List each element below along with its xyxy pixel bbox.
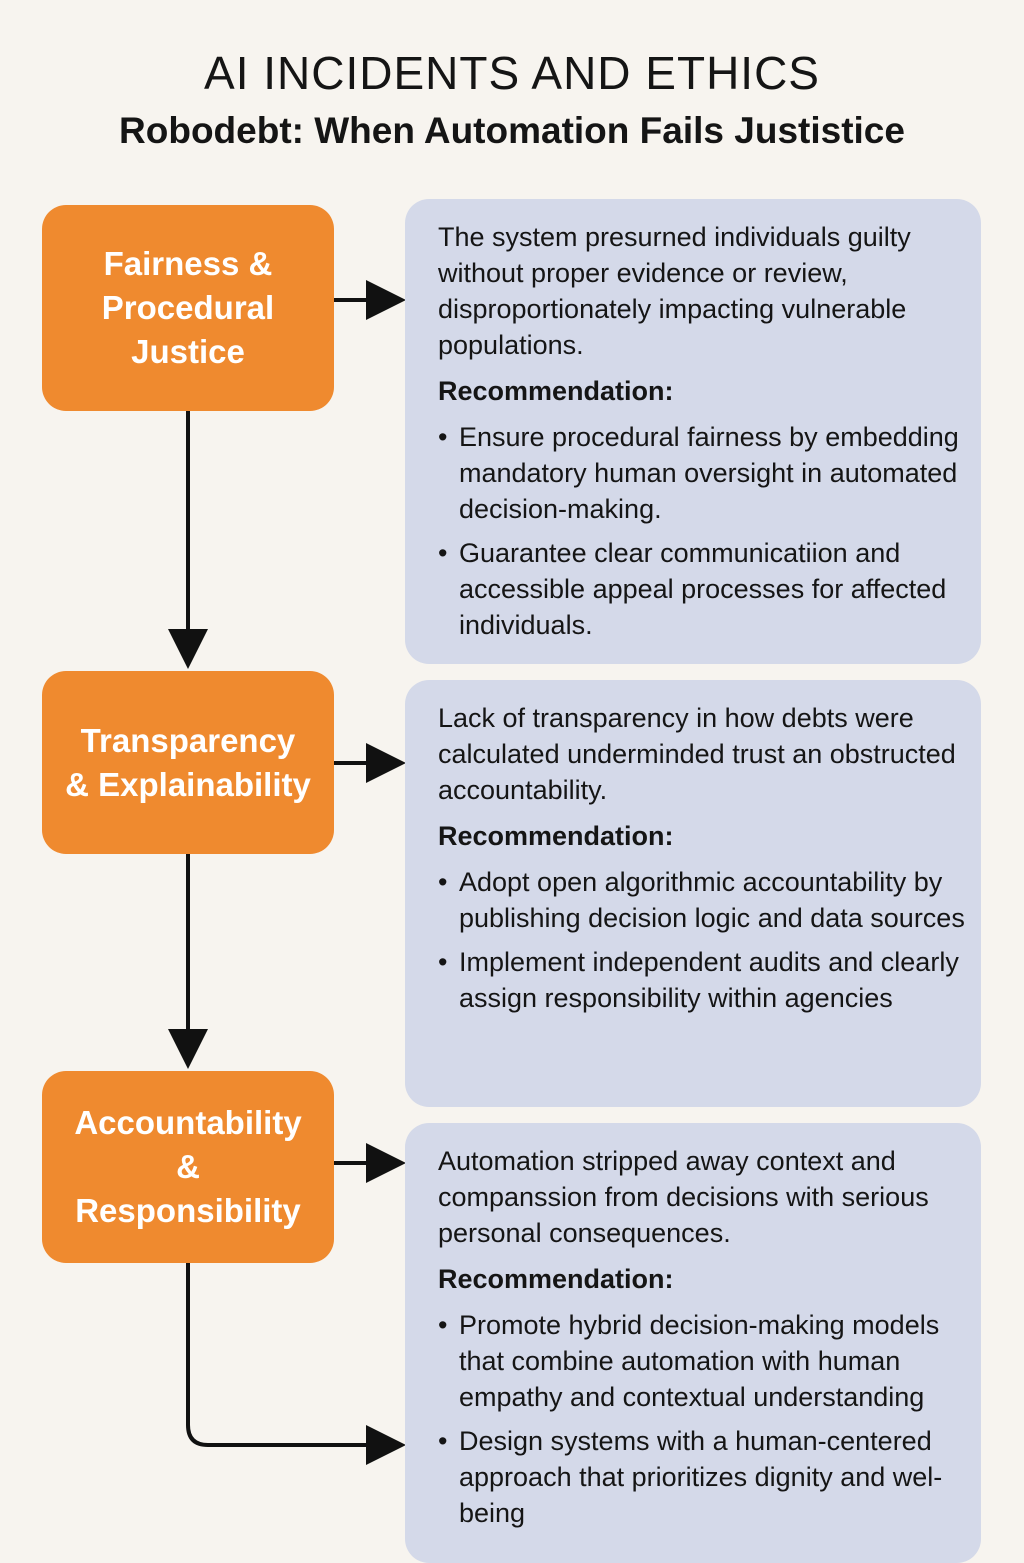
bullet-text: Implement independent audits and clearly… bbox=[459, 947, 959, 1013]
description-panel-transparency: Lack of transparency in how debts were c… bbox=[405, 680, 981, 1107]
recommendation-list: • Promote hybrid decision-making models … bbox=[438, 1307, 971, 1531]
bullet-dot-icon: • bbox=[438, 867, 448, 897]
description-panel-fairness: The system presurned individuals guilty … bbox=[405, 199, 981, 664]
bullet-text: Ensure procedural fairness by embedding … bbox=[459, 422, 959, 524]
recommendation-bullet: • Guarantee clear communicatiion and acc… bbox=[438, 535, 971, 643]
section-box-transparency-explainability: Transparency & Explainability bbox=[42, 671, 334, 854]
bullet-dot-icon: • bbox=[438, 947, 448, 977]
bullet-text: Guarantee clear communicatiion and acces… bbox=[459, 538, 947, 640]
recommendation-bullet: • Adopt open algorithmic accountability … bbox=[438, 864, 971, 936]
recommendation-bullet: • Design systems with a human-centered a… bbox=[438, 1423, 971, 1531]
bullet-dot-icon: • bbox=[438, 538, 448, 568]
recommendation-bullet: • Promote hybrid decision-making models … bbox=[438, 1307, 971, 1415]
issue-text: Automation stripped away context and com… bbox=[438, 1146, 929, 1248]
section-box-fairness-procedural-justice: Fairness & Procedural Justice bbox=[42, 205, 334, 411]
recommendation-bullet: • Ensure procedural fairness by embeddin… bbox=[438, 419, 971, 527]
section-label: Fairness & Procedural Justice bbox=[101, 245, 275, 370]
bullet-dot-icon: • bbox=[438, 422, 448, 452]
issue-text: Lack of transparency in how debts were c… bbox=[438, 703, 956, 805]
bullet-dot-icon: • bbox=[438, 1310, 448, 1340]
connector-section-3-to-bottom-panel bbox=[186, 1263, 406, 1465]
description-panel-accountability: Automation stripped away context and com… bbox=[405, 1123, 981, 1563]
section-box-accountability-responsibility: Accountability & Responsibility bbox=[42, 1071, 334, 1263]
recommendation-title: Recommendation: bbox=[438, 376, 674, 406]
section-label: Transparency & Explainability bbox=[65, 721, 311, 803]
recommendation-title: Recommendation: bbox=[438, 821, 674, 851]
section-label: Accountability & Responsibility bbox=[74, 1104, 302, 1229]
recommendation-bullet: • Implement independent audits and clear… bbox=[438, 944, 971, 1016]
recommendation-list: • Ensure procedural fairness by embeddin… bbox=[438, 419, 971, 643]
recommendation-list: • Adopt open algorithmic accountability … bbox=[438, 864, 971, 1016]
issue-text: The system presurned individuals guilty … bbox=[438, 222, 911, 360]
bullet-text: Adopt open algorithmic accountability by… bbox=[459, 867, 965, 933]
recommendation-title: Recommendation: bbox=[438, 1264, 674, 1294]
diagram-subtitle: Robodebt: When Automation Fails Justisti… bbox=[119, 110, 905, 151]
bullet-text: Design systems with a human-centered app… bbox=[459, 1426, 943, 1528]
bullet-dot-icon: • bbox=[438, 1426, 448, 1456]
diagram-title: AI INCIDENTS AND ETHICS bbox=[204, 47, 820, 99]
bullet-text: Promote hybrid decision-making models th… bbox=[459, 1310, 940, 1412]
